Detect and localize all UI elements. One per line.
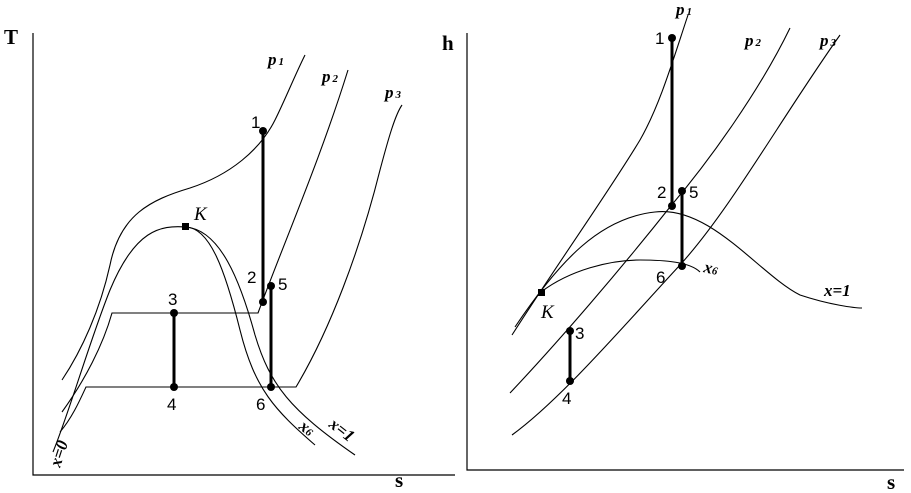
hs-point-2 [668,202,676,210]
ts-quality-label-x6: x6 [295,416,319,441]
ts-label-3: 3 [168,290,177,309]
hs-label-1: 1 [655,29,664,48]
ts-isobar-p1 [61,54,306,381]
ts-label-6: 6 [256,395,265,414]
hs-y-axis-label: h [442,31,454,55]
hs-quality-label-x6: x6 [701,257,720,279]
hs-isobar-p1 [511,14,689,336]
hs-saturation-curve [514,211,863,328]
hs-label-4: 4 [562,389,571,408]
ts-point-3 [170,309,178,317]
hs-x-axis-label: s [887,470,895,493]
ts-point-5 [267,282,275,290]
ts-x-axis-label: s [395,468,403,492]
ts-label-1: 1 [251,113,260,132]
hs-critical-point-label: K [540,302,555,323]
hs-quality-label-x1: x=1 [823,281,851,300]
hs-quality-line-x6 [540,259,701,293]
ts-isobar-p3 [59,104,403,433]
ts-y-axis-label: T [4,25,18,49]
ts-quality-label-x1: x=1 [325,414,359,446]
ts-point-1 [259,127,267,135]
ts-axes [32,33,455,476]
ts-label-2: 2 [247,268,256,287]
hs-point-3 [566,327,574,335]
ts-label-5: 5 [278,275,287,294]
ts-label-4: 4 [167,395,176,414]
hs-label-6: 6 [656,268,665,287]
hs-critical-point-marker [538,289,545,296]
hs-label-3: 3 [575,324,584,343]
hs-point-6 [678,262,686,270]
ts-point-2 [259,298,267,306]
hs-axes [466,33,904,471]
hs-isobar-p2 [509,27,791,394]
ts-critical-point-marker [182,223,189,230]
hs-label-5: 5 [689,183,698,202]
ts-quality-label-x0: x=0 [45,438,72,471]
ts-critical-point-label: K [193,204,208,225]
ts-point-4 [170,383,178,391]
ts-isobar-p2 [61,69,349,413]
ts-point-6 [267,383,275,391]
hs-point-1 [668,34,676,42]
ts-quality-line-x6 [185,226,316,446]
hs-label-2: 2 [657,183,666,202]
hs-point-4 [566,377,574,385]
hs-point-5 [678,187,686,195]
hs-isobar-p3 [511,34,841,436]
